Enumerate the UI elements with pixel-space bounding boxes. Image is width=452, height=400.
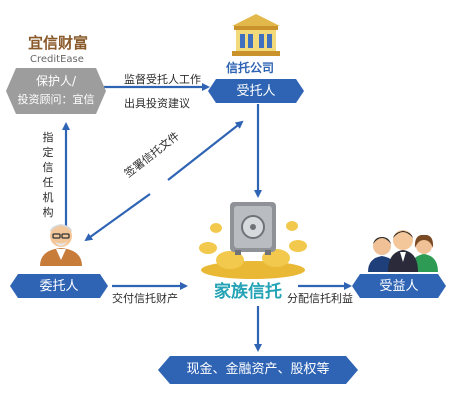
designate-char: 信 (42, 161, 54, 174)
link-deliver-label: 交付信托财产 (112, 292, 178, 305)
link-advise-label: 出具投资建议 (124, 97, 190, 110)
designate-char: 指 (42, 131, 54, 144)
beneficiary-family-avatar (366, 228, 440, 272)
assets-banner-shape (158, 356, 358, 384)
trustee-label: 受托人 (236, 84, 276, 99)
advisor-pill: 保护人/ 投资顾问：宜信 (6, 68, 106, 114)
arrow-sign-to-trustee (167, 120, 244, 181)
assets-label: 现金、金融资产、股权等 (186, 362, 330, 377)
brand-name-en: CreditEase (30, 54, 84, 65)
beneficiary-label: 受益人 (379, 279, 419, 294)
beneficiary-pill-shape (352, 274, 446, 298)
safe-with-coins-illustration (188, 198, 318, 280)
link-designate-label: 指 定 信 任 机 构 (41, 130, 55, 220)
designate-char: 定 (42, 146, 54, 159)
settlor-pill: 委托人 (10, 274, 108, 298)
designate-char: 机 (42, 191, 54, 204)
advisor-line2: 投资顾问：宜信 (17, 93, 95, 106)
brand-name: 宜信财富 (28, 35, 88, 52)
advisor-pill-shape (6, 68, 106, 114)
designate-char: 任 (42, 176, 54, 189)
advisor-line1: 保护人/ (35, 74, 77, 88)
designate-char: 构 (42, 206, 54, 219)
family-trust-label: 家族信托 (214, 282, 282, 302)
trustee-pill-shape (208, 79, 304, 103)
link-distribute-label: 分配信托利益 (287, 292, 353, 305)
settlor-label: 委托人 (39, 279, 79, 294)
arrow-sign-to-settlor (84, 193, 151, 242)
beneficiary-pill: 受益人 (352, 274, 446, 298)
brand-name-cn: 宜信财富 (28, 34, 89, 52)
trustee-pill: 受托人 (208, 79, 304, 103)
settlor-pill-shape (10, 274, 108, 298)
link-supervise-label: 监督受托人工作 (124, 73, 201, 86)
assets-banner: 现金、金融资产、股权等 (158, 356, 358, 384)
settlor-avatar (36, 218, 86, 266)
trust-company-title: 信托公司 (226, 61, 275, 75)
bank-building-icon (228, 14, 284, 56)
